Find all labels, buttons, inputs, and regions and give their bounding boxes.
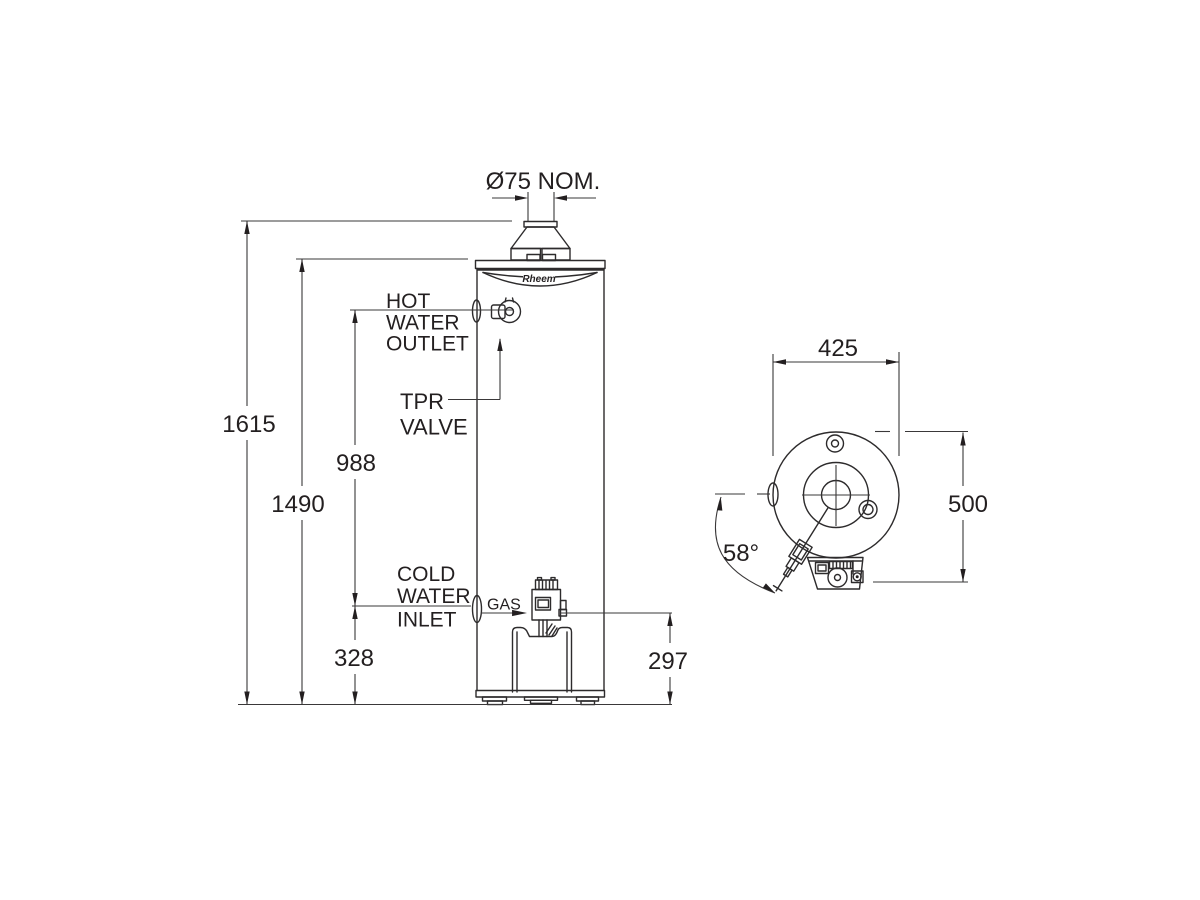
dim-flue-diameter: Ø75 NOM. (486, 168, 601, 221)
dim-overall-height: 1615 (222, 221, 276, 705)
svg-text:OUTLET: OUTLET (386, 333, 469, 356)
tank-feet (481, 696, 600, 706)
dim-cold-inlet-height: 328 (334, 606, 374, 705)
label-hot-water-outlet: HOT WATER OUTLET (350, 290, 514, 356)
dim-gas-angle: 58° (714, 493, 777, 596)
svg-text:HOT: HOT (386, 290, 431, 313)
access-panel (511, 626, 573, 693)
dim-text-1490: 1490 (271, 491, 324, 518)
gas-connection-plan (772, 507, 829, 592)
tank-skirt (475, 689, 606, 698)
brand-swoosh: Rheem (482, 271, 598, 287)
front-view-dimensions: 1615 1490 988 328 (222, 168, 688, 706)
dim-height-to-tank-top: 1490 (271, 259, 325, 705)
cold-water-inlet-stub (471, 594, 483, 624)
svg-text:VALVE: VALVE (400, 415, 468, 440)
label-cold-water-inlet: COLD WATER INLET (352, 563, 471, 632)
label-gas: GAS (481, 597, 527, 617)
tpr-valve-plan (858, 499, 878, 520)
flue-draft-diverter (510, 220, 571, 262)
hot-water-outlet-plan (825, 434, 845, 453)
dim-text-flue: Ø75 NOM. (486, 168, 601, 195)
svg-text:WATER: WATER (397, 585, 471, 608)
label-tpr-valve: TPR VALVE (400, 338, 503, 440)
hot-water-outlet-stub (471, 299, 482, 323)
svg-text:INLET: INLET (397, 609, 457, 632)
top-view-dimensions: 425 500 58° (714, 335, 988, 596)
tank-body (476, 267, 605, 692)
dim-text-500: 500 (948, 491, 988, 518)
svg-text:GAS: GAS (487, 597, 521, 614)
dim-text-425: 425 (818, 335, 858, 362)
tpr-valve-fitting (490, 297, 522, 324)
brand-underlay (523, 272, 555, 283)
dim-text-988: 988 (336, 450, 376, 477)
dim-text-1615: 1615 (222, 411, 275, 438)
gas-control-plan (806, 556, 864, 590)
front-view: Rheem (471, 220, 606, 706)
svg-text:WATER: WATER (386, 312, 460, 335)
svg-text:TPR: TPR (400, 389, 444, 414)
dim-overall-depth: 500 (873, 430, 988, 583)
tank-top-cap (474, 259, 606, 271)
brand-logo-text: Rheem (522, 274, 555, 285)
dim-tank-diameter: 425 (772, 335, 900, 456)
dim-gas-height: 297 (560, 612, 688, 705)
center-crosshair (802, 465, 870, 526)
dim-text-58deg: 58° (723, 540, 759, 567)
top-view (767, 431, 900, 592)
dim-text-328: 328 (334, 645, 374, 672)
dim-outlet-to-inlet: 988 (336, 310, 376, 606)
svg-text:COLD: COLD (397, 563, 455, 586)
dim-text-297: 297 (648, 648, 688, 675)
